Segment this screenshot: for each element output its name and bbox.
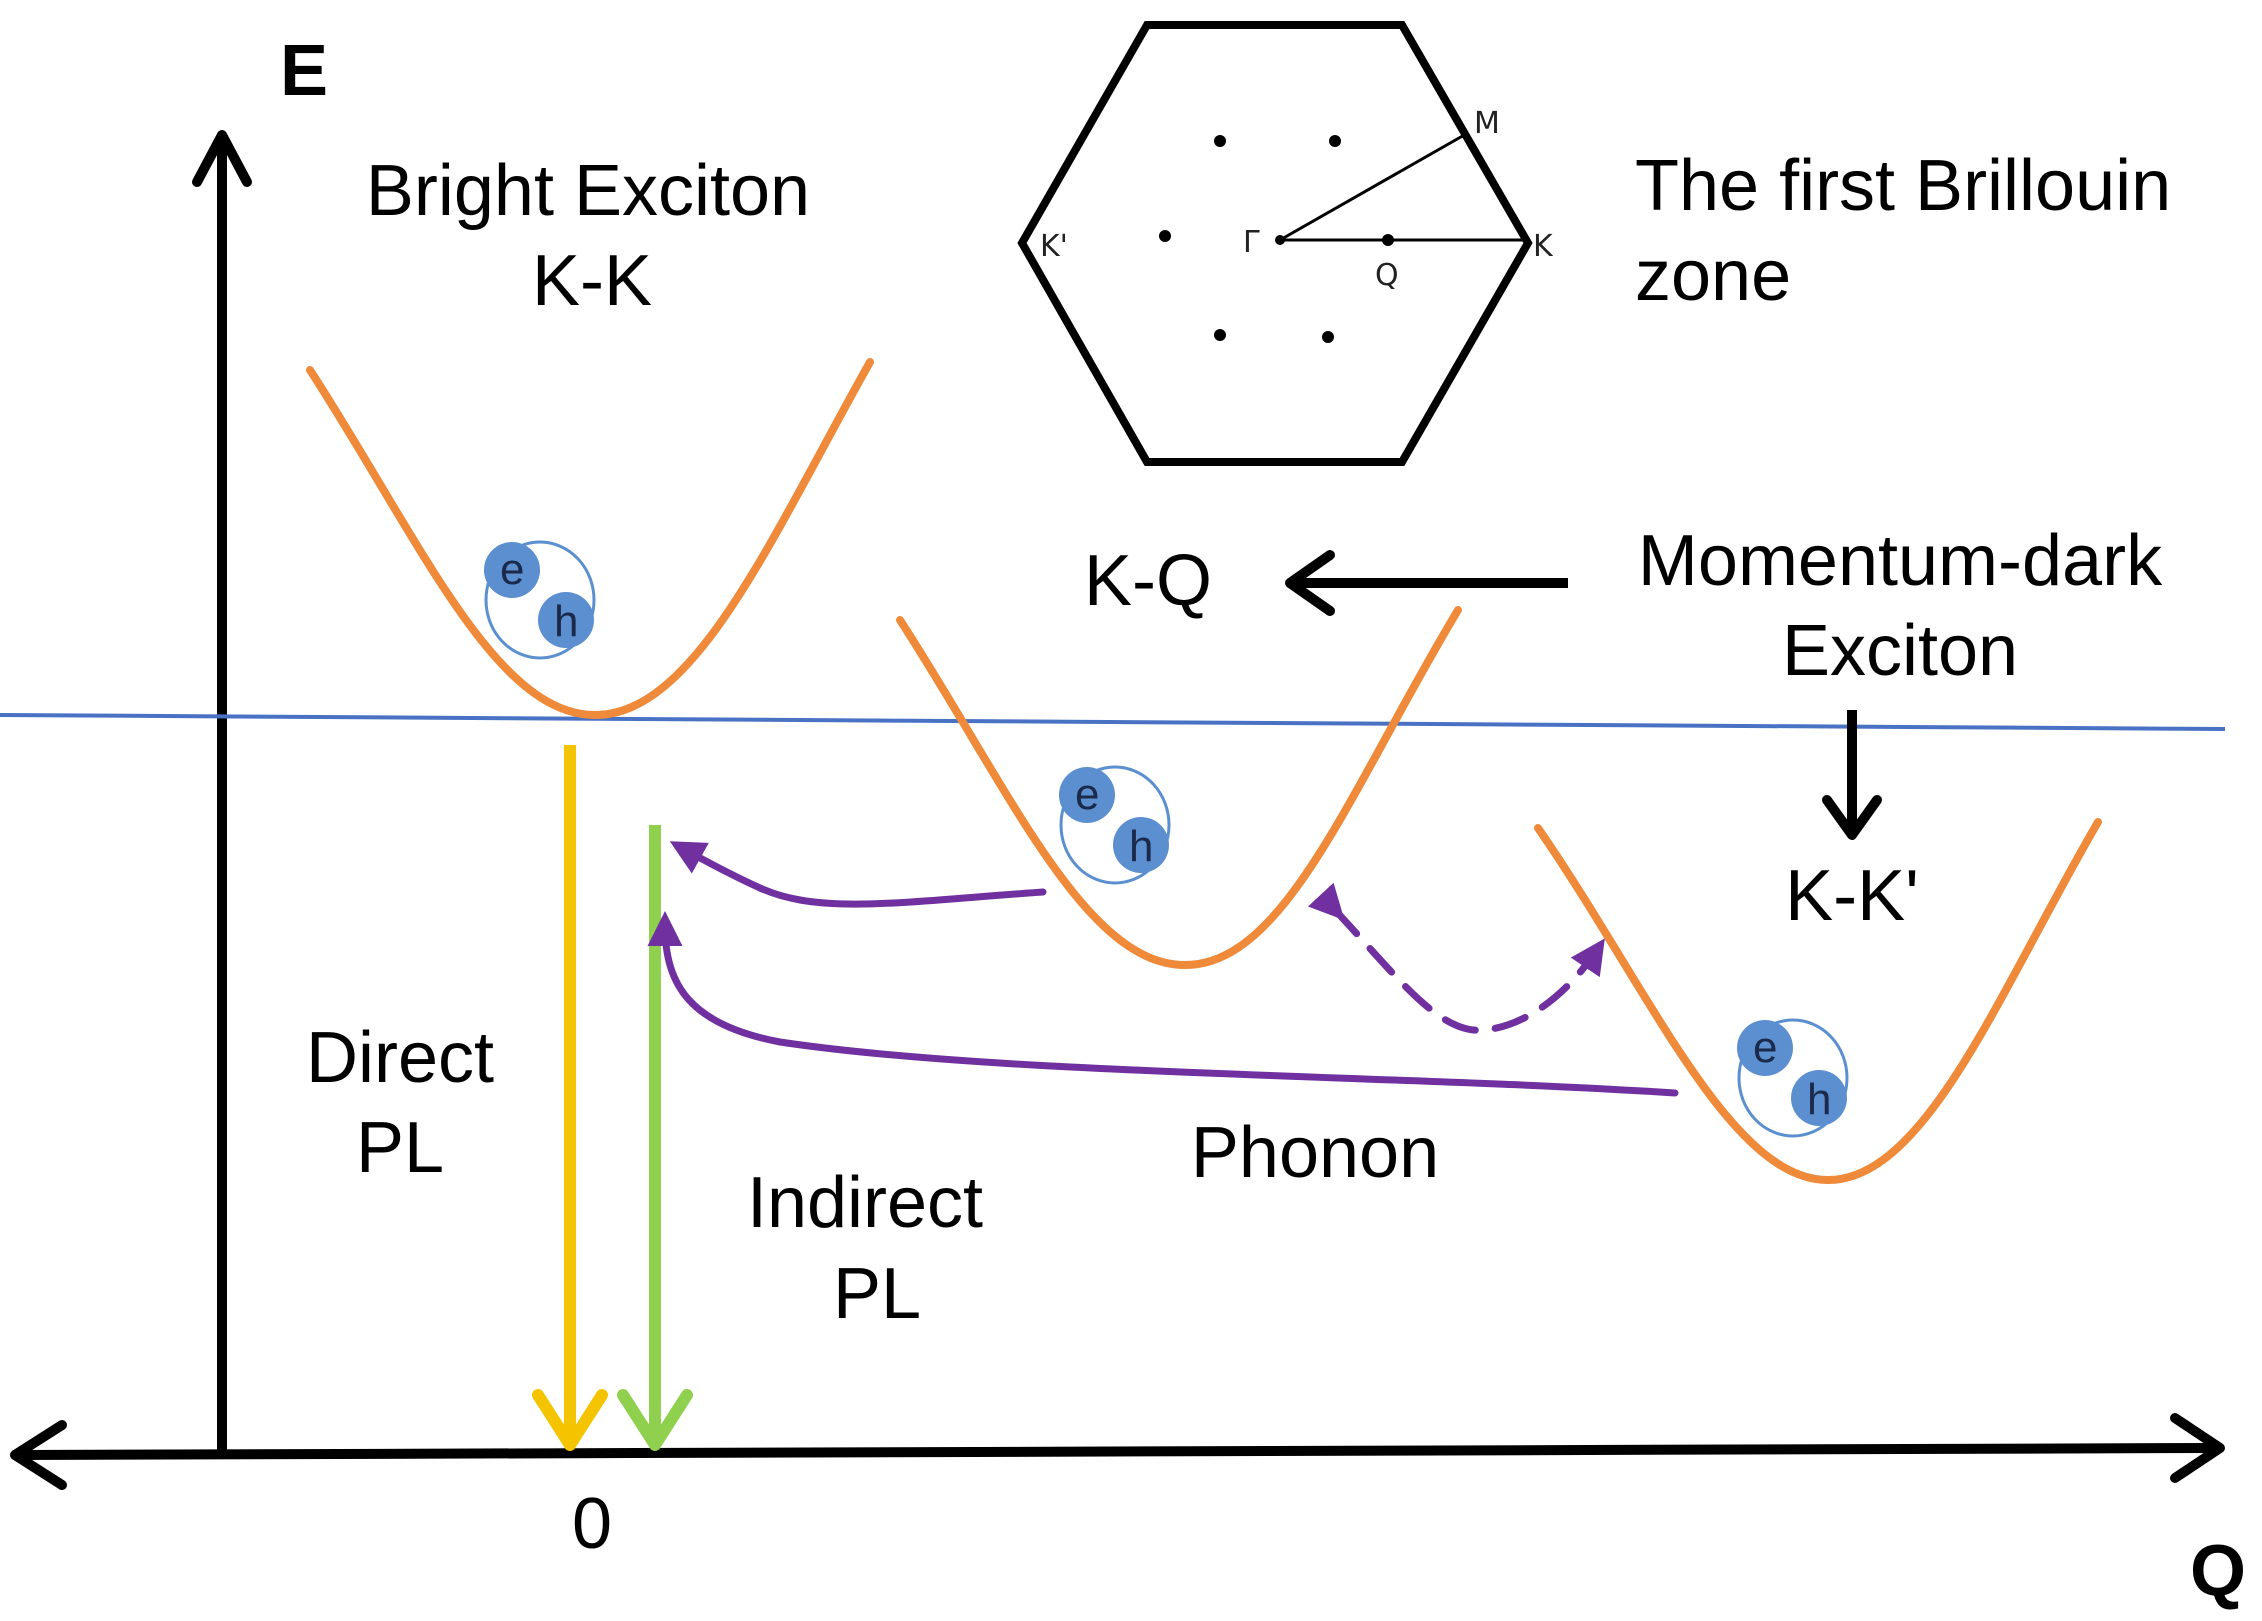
bright-exciton-kk-label: K-K xyxy=(532,241,652,321)
indirect-pl-label: Indirect xyxy=(747,1163,983,1243)
kq-label: K-Q xyxy=(1084,541,1212,621)
bz-dot xyxy=(1329,135,1341,147)
kkprime-label: K-K' xyxy=(1785,856,1919,936)
hole xyxy=(1113,817,1169,873)
bz-hexagon xyxy=(1017,21,1533,466)
electron xyxy=(484,542,540,598)
gamma-label: Γ xyxy=(1243,225,1260,260)
momentum-dark-label: Momentum-dark xyxy=(1638,521,2163,601)
x-axis-right-arrowhead xyxy=(2170,1413,2225,1483)
phonon-label: Phonon xyxy=(1191,1113,1439,1193)
hole xyxy=(1791,1070,1847,1126)
bz-title-zone-label: zone xyxy=(1635,236,1791,316)
y-axis-arrowhead xyxy=(192,130,252,187)
svg-text:e: e xyxy=(1753,1023,1777,1072)
kq-to-indirect-arrow xyxy=(669,841,1047,908)
indirect-pl-arrow xyxy=(617,820,693,1451)
svg-text:h: h xyxy=(554,597,578,646)
bz-title-label: The first Brillouin xyxy=(1635,146,2171,226)
origin-label: 0 xyxy=(572,1484,612,1564)
svg-text:h: h xyxy=(1129,822,1153,871)
bright-kk-parabola xyxy=(306,358,874,720)
k-prime-label: K' xyxy=(1040,229,1068,264)
x-axis xyxy=(17,1443,2216,1460)
gamma-point xyxy=(1275,235,1285,245)
bz-dot xyxy=(1322,331,1334,343)
bz-dot xyxy=(1214,135,1226,147)
axes: E Q 0 xyxy=(10,31,2246,1611)
exciton-bright: e h xyxy=(484,540,596,660)
y-axis-label: E xyxy=(280,31,328,111)
electron xyxy=(1059,767,1115,823)
svg-text:e: e xyxy=(1075,770,1099,819)
kq-parabola xyxy=(896,606,1462,970)
direct-pl-pl-label: PL xyxy=(356,1108,444,1188)
svg-text:h: h xyxy=(1807,1075,1831,1124)
bz-dot xyxy=(1214,329,1226,341)
exciton-kkprime: e h xyxy=(1737,1018,1849,1138)
electron xyxy=(1737,1020,1793,1076)
hole xyxy=(538,592,594,648)
direct-pl-arrow xyxy=(532,740,608,1451)
k-label: K xyxy=(1533,229,1554,264)
svg-text:e: e xyxy=(500,545,524,594)
direct-pl-label: Direct xyxy=(306,1018,494,1098)
phonon-arrows xyxy=(647,841,1679,1097)
x-axis-label: Q xyxy=(2190,1531,2246,1611)
q-point xyxy=(1382,234,1394,246)
q-label: Q xyxy=(1375,258,1399,293)
indirect-pl-pl-label: PL xyxy=(833,1254,921,1334)
exciton-dispersions xyxy=(306,358,2102,1185)
bright-exciton-label: Bright Exciton xyxy=(366,151,810,231)
kkprime-parabola xyxy=(1534,818,2102,1185)
x-axis-left-arrowhead xyxy=(10,1420,67,1490)
momentum-dark-arrows xyxy=(1285,550,1882,840)
brillouin-zone: Γ M K K' Q xyxy=(1017,21,1554,466)
gamma-to-m-line xyxy=(1279,132,1467,242)
bright-exciton-energy-line xyxy=(0,713,2226,731)
m-label: M xyxy=(1474,106,1500,141)
momentum-dark-exciton-label: Exciton xyxy=(1782,611,2018,691)
kkprime-to-indirect-arrow xyxy=(647,911,1679,1097)
bz-dot xyxy=(1159,230,1171,242)
annotations: Bright Exciton K-K The first Brillouin z… xyxy=(306,146,2171,1334)
exciton-kq: e h xyxy=(1059,765,1171,885)
kq-kkprime-scattering-arrow xyxy=(1307,882,1605,1034)
